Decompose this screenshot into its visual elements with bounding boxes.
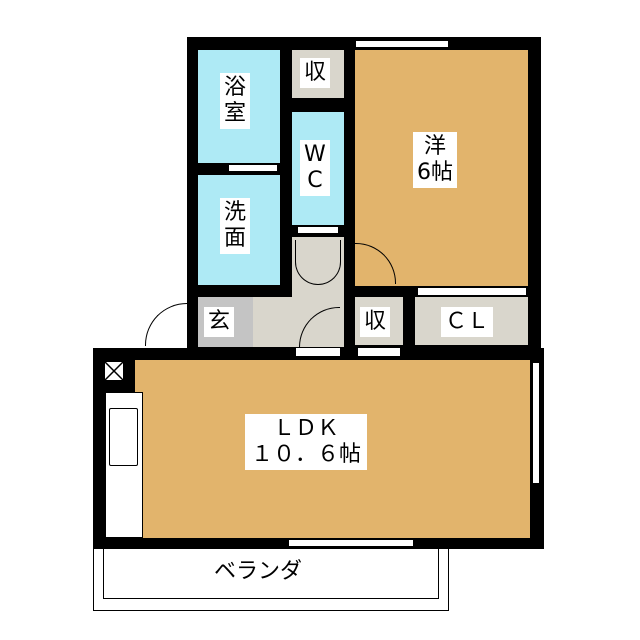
label-closet: ＣＬ [441, 307, 494, 337]
veranda-window [288, 539, 414, 547]
label-veranda: ベランダ [214, 559, 303, 584]
ldk-side-window [532, 362, 540, 484]
label-storage-top: 収 [300, 58, 331, 88]
label-bath: 浴 室 [220, 73, 251, 129]
label-storage-bottom: 収 [360, 307, 391, 337]
label-ldk: ＬＤＫ １０．６帖 [245, 414, 368, 470]
label-washroom: 洗 面 [220, 198, 251, 254]
wash-door-swing [295, 240, 341, 285]
entry-door-swing [145, 303, 188, 346]
closet-door [417, 287, 527, 296]
sink [109, 408, 138, 466]
vent-box-icon [104, 361, 124, 381]
label-western: 洋 6帖 [413, 132, 457, 188]
bath-door [228, 164, 278, 172]
veranda-inner [103, 549, 439, 599]
wc-door [297, 226, 339, 234]
label-wc: W C [300, 140, 330, 196]
veranda [93, 549, 449, 611]
ldk-door [295, 347, 341, 357]
western-window [355, 40, 449, 48]
label-entrance: 玄 [204, 307, 235, 337]
storage-door [357, 347, 401, 357]
